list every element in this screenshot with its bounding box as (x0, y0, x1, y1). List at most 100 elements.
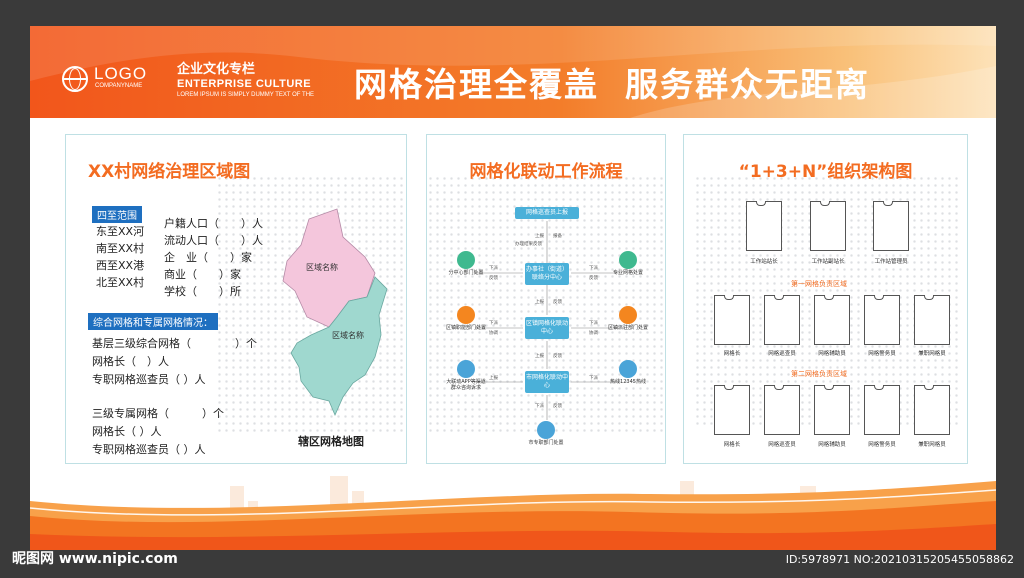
culture-title-cn: 企业文化专栏 (177, 62, 256, 77)
flow-box-patrol-report: 网格巡查员上报 (515, 207, 579, 219)
node-icon-branch-dept (457, 251, 475, 269)
grid-summary-tag: 综合网格和专属网格情况： (88, 313, 218, 330)
workflow-connectors (475, 221, 619, 420)
flow-label-dispatch-6: 下派 (535, 404, 544, 409)
flow-label-feedback-2: 反馈 (589, 276, 598, 281)
flow-box-district-center: 区镇网格化联动中心 (525, 317, 569, 339)
label-r1-police: 网格警务员 (868, 351, 896, 357)
map-caption: 辖区网格地图 (298, 435, 364, 448)
flow-box-city-center: 市网格化联动中心 (525, 371, 569, 393)
panel-title-workflow: 网格化联动工作流程 (469, 162, 623, 182)
label-r2-grid-leader: 网格长 (723, 442, 741, 448)
main-title-part2: 服务群众无距离 (625, 65, 870, 104)
header-wave-decoration (30, 26, 996, 118)
label-station-admin: 工作站管理员 (874, 259, 908, 265)
map-region-label-2: 区域名称 (332, 331, 364, 340)
main-title: 网格治理全覆盖服务群众无距离 (354, 58, 870, 106)
grid-line-1: 基层三级综合网格（ ）个 (92, 337, 257, 350)
dedicated-line-1: 三级专属网格（ ）个 (92, 407, 224, 420)
flow-label-report-4: 上报 (489, 376, 498, 381)
node-professional-grid: 专业网格处置 (612, 270, 643, 276)
photo-frame-r1-2 (764, 295, 800, 345)
node-icon-district-dept (457, 306, 475, 324)
photo-frame-r2-5 (914, 385, 950, 435)
culture-title-en: ENTERPRISE CULTURE (177, 78, 312, 90)
label-r1-assistant: 网格辅助员 (818, 351, 846, 357)
photo-frame-r1-1 (714, 295, 750, 345)
grid-line-2: 网格长（ ）人 (92, 355, 169, 368)
node-city-dept: 市专职部门处置 (528, 440, 564, 446)
flow-label-coord-2: 协调 (589, 331, 598, 336)
flow-label-report-3: 上报 (535, 354, 544, 359)
node-district-station: 区镇派驻部门处置 (608, 325, 649, 331)
node-icon-hotline (619, 360, 637, 378)
flow-label-dispatch-2: 下派 (589, 266, 598, 271)
logo-text: LOGO (94, 64, 148, 83)
scope-west: 西至XX港 (96, 259, 145, 272)
map-region-label-1: 区域名称 (306, 263, 338, 272)
label-r2-inspector: 网格巡查员 (768, 442, 796, 448)
panel-title-org-chart: “1+3+N”组织架构图 (738, 162, 913, 182)
flow-label-dispatch-4: 下派 (589, 321, 598, 326)
label-r1-inspector: 网格巡查员 (768, 351, 796, 357)
photo-frame-r1-4 (864, 295, 900, 345)
node-icon-app-channel (457, 360, 475, 378)
exhibition-board: LOGO COMPANYNAME 企业文化专栏 ENTERPRISE CULTU… (30, 26, 996, 550)
scope-east: 东至XX河 (96, 225, 145, 238)
node-district-dept: 区镇职能部门处置 (446, 325, 487, 331)
flow-label-notify-top: 报备 (553, 234, 562, 239)
bottom-wave-decoration (30, 476, 996, 550)
flow-box-street-center: 办事社（街道）联络分中心 (525, 263, 569, 285)
panel-workflow: 网格化联动工作流程 网格巡查员上报 办理结果反馈 上报 报备 办事社（街道）联络… (426, 134, 667, 464)
scope-south: 南至XX村 (96, 242, 145, 255)
photo-frame-r2-3 (814, 385, 850, 435)
scope-north: 北至XX村 (96, 276, 145, 289)
culture-subtitle: LOREM IPSUM IS SIMPLY DUMMY TEXT OF THE (177, 92, 315, 98)
node-icon-professional-grid (619, 251, 637, 269)
stat-businesses: 商业（ ）家 (164, 268, 241, 281)
node-hotline: 热线12345热线 (610, 379, 646, 385)
node-app-channel: 大联动APP等渠道群众咨询诉求 (446, 379, 486, 391)
scope-tag: 四至范围 (92, 206, 142, 223)
label-r2-police: 网格警务员 (868, 442, 896, 448)
label-station-chief: 工作站站长 (750, 259, 778, 265)
label-r1-grid-leader: 网格长 (723, 351, 741, 357)
photo-frame-deputy-chief (810, 201, 846, 251)
node-icon-city-dept (537, 421, 555, 439)
watermark-id: ID:5978971 NO:20210315205455058862 (785, 553, 1014, 566)
photo-frame-r1-5 (914, 295, 950, 345)
flow-label-detail: 办理结果反馈 (515, 242, 542, 247)
dedicated-line-2: 网格长（ ）人 (92, 425, 162, 438)
watermark-site: 昵图网 www.nipic.com (12, 551, 178, 567)
flow-label-coord-1: 协调 (489, 331, 498, 336)
globe-icon (62, 66, 88, 92)
flow-label-feedback-1: 反馈 (489, 276, 498, 281)
main-title-part1: 网格治理全覆盖 (354, 65, 599, 104)
label-r2-assistant: 网格辅助员 (818, 442, 846, 448)
stat-registered-population: 户籍人口（ ）人 (164, 217, 263, 230)
flow-label-dispatch-5: 下派 (589, 376, 598, 381)
dedicated-line-3: 专职网格巡查员（ ）人 (92, 443, 206, 456)
photo-frame-station-admin (873, 201, 909, 251)
flow-label-dispatch-1: 下派 (489, 266, 498, 271)
flow-label-feedback-5: 反馈 (553, 404, 562, 409)
stat-enterprises: 企 业（ ）家 (164, 251, 252, 264)
header-banner: LOGO COMPANYNAME 企业文化专栏 ENTERPRISE CULTU… (30, 26, 996, 118)
label-deputy-chief: 工作站副站长 (811, 259, 845, 265)
panel-org-chart: “1+3+N”组织架构图 工作站站长 工作站副站长 工作站管理员 第一网格负责区… (683, 134, 968, 464)
section-second-grid: 第二网格负责区域 (791, 370, 847, 378)
flow-label-report-top: 上报 (535, 234, 544, 239)
logo-subtitle: COMPANYNAME (95, 83, 143, 89)
node-branch-dept: 分中心部门处置 (448, 270, 484, 276)
section-first-grid: 第一网格负责区域 (791, 280, 847, 288)
label-r1-parttime: 兼职网格员 (918, 351, 946, 357)
label-r2-parttime: 兼职网格员 (918, 442, 946, 448)
photo-frame-r2-2 (764, 385, 800, 435)
region-map (282, 208, 388, 416)
flow-label-report-2: 上报 (535, 300, 544, 305)
panel-title-region-map: XX村网络治理区域图 (88, 162, 251, 182)
map-region-teal (290, 276, 388, 416)
stat-floating-population: 流动人口（ ）人 (164, 234, 263, 247)
photo-frame-station-chief (746, 201, 782, 251)
photo-frame-r1-3 (814, 295, 850, 345)
